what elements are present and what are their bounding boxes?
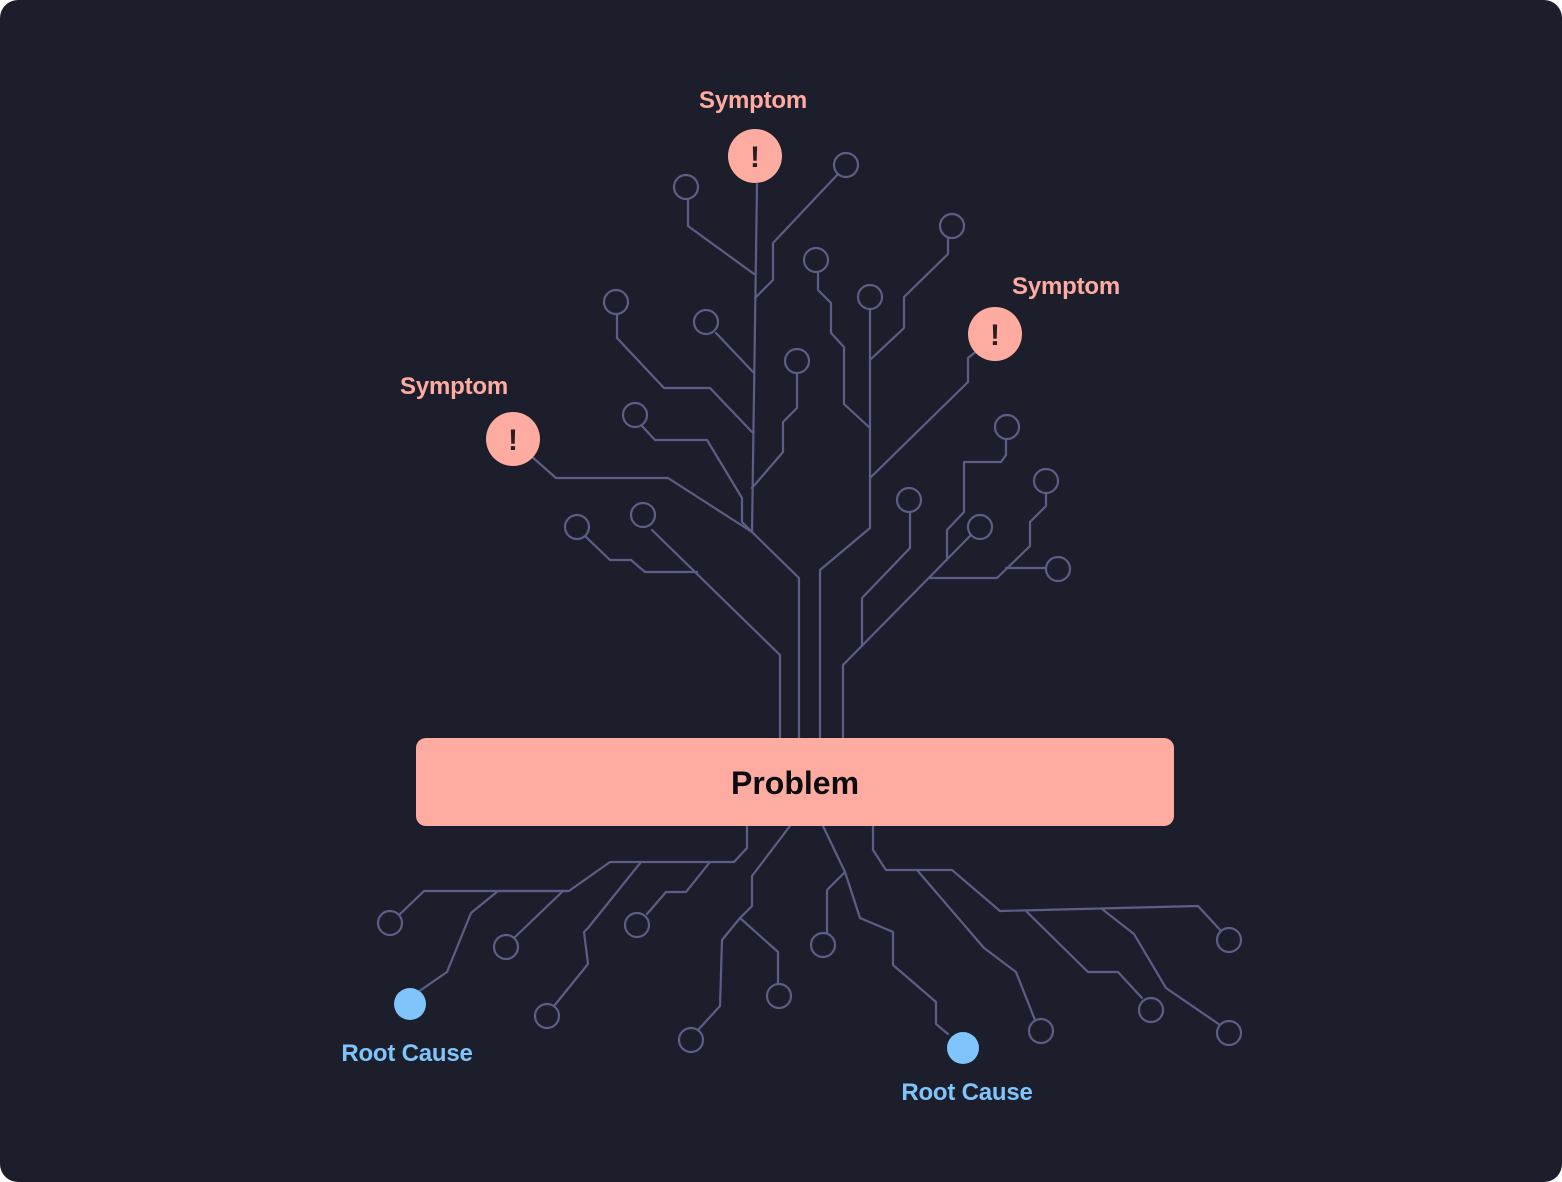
root-line xyxy=(843,870,950,1036)
root-node xyxy=(1215,926,1243,954)
root-line xyxy=(512,889,565,940)
alert-icon: ! xyxy=(990,319,1000,352)
root-node xyxy=(1137,996,1165,1024)
branch-node xyxy=(832,151,860,179)
branch-line xyxy=(868,348,980,480)
branch-line xyxy=(750,530,801,740)
root-node xyxy=(1215,1019,1243,1047)
branch-line xyxy=(816,269,872,430)
symptom-top: ! Symptom xyxy=(699,87,807,183)
root-node xyxy=(1027,1017,1055,1045)
branch-line xyxy=(818,296,872,740)
branch-node xyxy=(783,347,811,375)
branch-line xyxy=(650,528,782,740)
symptom-label: Symptom xyxy=(699,87,807,114)
branch-line xyxy=(640,424,754,534)
root-line xyxy=(821,824,847,936)
root-line xyxy=(416,889,570,994)
problem-rect xyxy=(416,738,1174,826)
branch-node xyxy=(1032,467,1060,495)
branch-line xyxy=(750,182,759,534)
root-node xyxy=(533,1002,561,1030)
symptom-marker xyxy=(486,412,540,466)
root-cause-marker xyxy=(394,988,426,1020)
branch-node xyxy=(672,173,700,201)
branch-line xyxy=(615,312,754,434)
branch-node xyxy=(802,246,830,274)
root-node xyxy=(677,1026,705,1054)
problem-label: Problem xyxy=(731,765,859,801)
symptom-left: ! Symptom xyxy=(400,373,540,466)
branch-line xyxy=(753,172,840,300)
branch-node xyxy=(993,413,1021,441)
branch-line xyxy=(860,510,912,648)
branch-lines xyxy=(529,172,1048,740)
branch-node xyxy=(938,212,966,240)
root-line xyxy=(871,824,1224,934)
branch-line xyxy=(868,234,950,362)
root-cause-left: Root Cause xyxy=(341,988,473,1067)
root-cause-label: Root Cause xyxy=(901,1079,1032,1106)
root-lines xyxy=(396,824,1224,1036)
symptom-marker xyxy=(728,129,782,183)
symptom-label: Symptom xyxy=(400,373,508,400)
symptom-label: Symptom xyxy=(1012,273,1120,300)
symptom-right: ! Symptom xyxy=(968,273,1120,361)
branch-node xyxy=(856,283,884,311)
alert-icon: ! xyxy=(750,141,760,174)
root-node xyxy=(376,909,404,937)
branch-line xyxy=(686,197,756,276)
branch-line xyxy=(529,454,754,534)
root-line xyxy=(738,916,780,988)
branch-line xyxy=(750,370,799,490)
root-line xyxy=(645,860,712,916)
branch-node xyxy=(692,308,720,336)
branch-line xyxy=(714,331,755,374)
problem-box: Problem xyxy=(416,738,1174,826)
root-line xyxy=(915,868,1037,1022)
branch-node xyxy=(563,513,591,541)
branch-line xyxy=(583,534,699,574)
branch-line xyxy=(928,490,1048,580)
root-line xyxy=(1024,909,1144,1000)
branch-node xyxy=(621,401,649,429)
root-node xyxy=(765,982,793,1010)
alert-icon: ! xyxy=(508,424,518,457)
root-line xyxy=(1100,907,1222,1027)
symptom-marker xyxy=(968,307,1022,361)
root-node xyxy=(809,931,837,959)
branch-node xyxy=(629,501,657,529)
root-cause-label: Root Cause xyxy=(341,1040,472,1067)
branch-nodes xyxy=(376,151,1243,1054)
branch-node xyxy=(966,513,994,541)
root-line xyxy=(396,824,749,918)
branch-node xyxy=(602,288,630,316)
root-line xyxy=(552,860,643,1008)
branch-node xyxy=(895,486,923,514)
branch-line xyxy=(945,436,1008,562)
branch-node xyxy=(1044,555,1072,583)
root-cause-marker xyxy=(947,1032,979,1064)
root-node xyxy=(623,911,651,939)
root-node xyxy=(492,933,520,961)
root-cause-right: Root Cause xyxy=(901,1032,1033,1106)
